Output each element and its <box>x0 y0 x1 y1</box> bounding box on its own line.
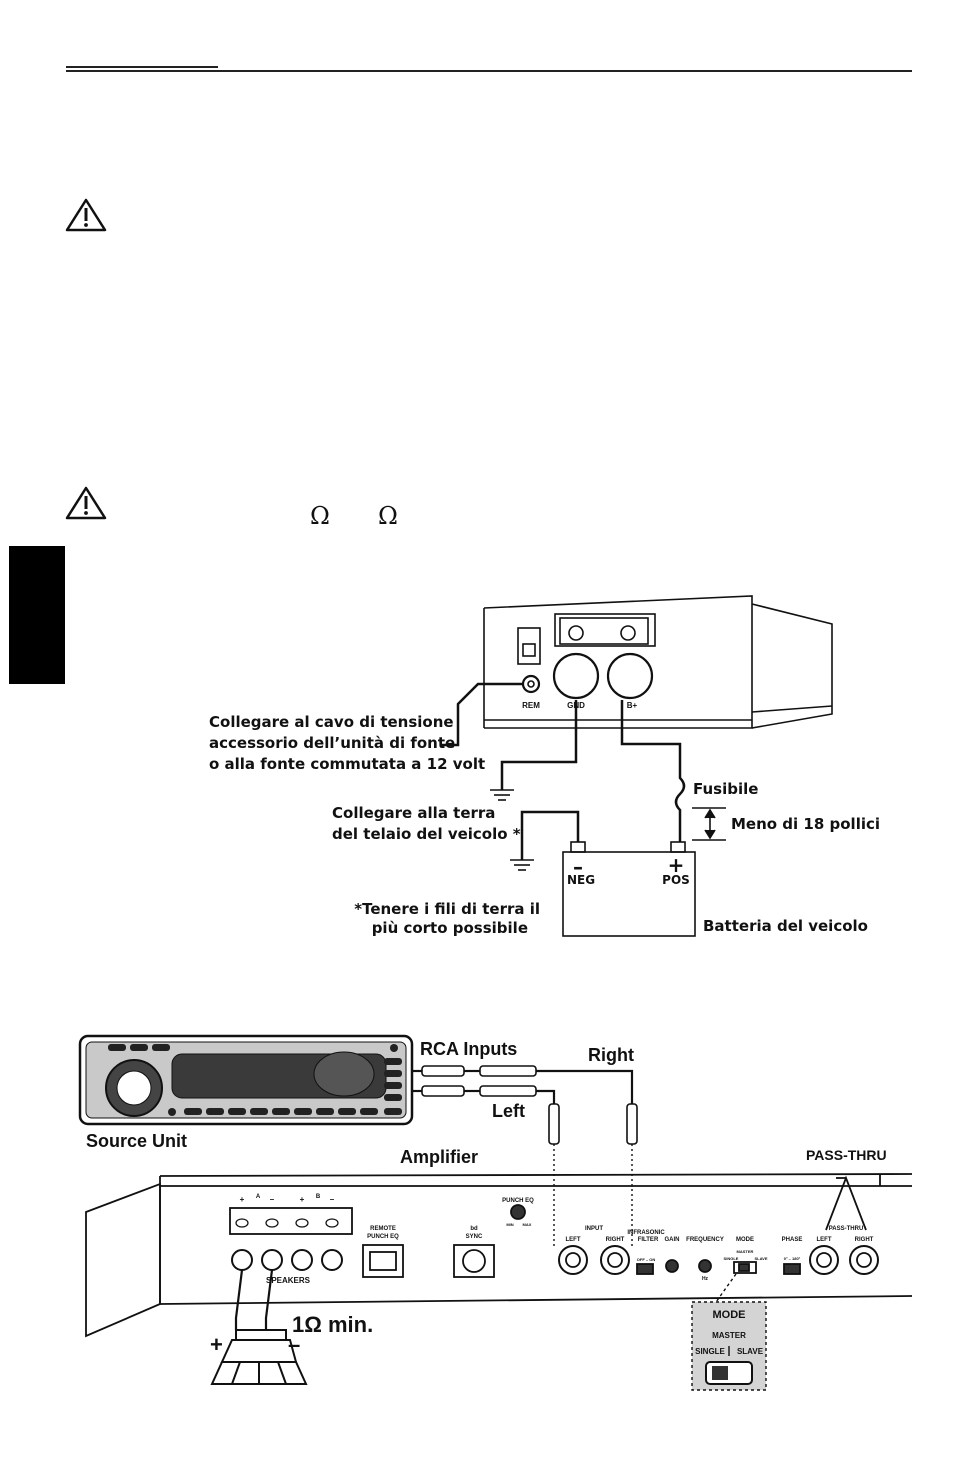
out-right-label: RIGHT <box>855 1237 874 1243</box>
speaker-b-plus: + <box>300 1195 305 1204</box>
mode-box-title: MODE <box>713 1309 746 1321</box>
mode-box-master: MASTER <box>712 1331 746 1340</box>
amplifier-label: Amplifier <box>400 1147 478 1167</box>
battery-pos-sign: + <box>668 853 685 877</box>
speaker-plus-sign: + <box>210 1332 223 1357</box>
ohm-symbol: Ω <box>378 502 398 530</box>
mode-switch-detail: MODE MASTER SINGLE SLAVE <box>691 1273 767 1391</box>
ohm-symbol: Ω <box>310 502 330 530</box>
off-on-label: OFF – ON <box>637 1257 656 1262</box>
mode-box-single: SINGLE <box>695 1347 725 1356</box>
speaker-a-minus: – <box>270 1195 275 1204</box>
input-right-label: RIGHT <box>606 1237 625 1243</box>
speaker-b-label: B <box>316 1194 321 1200</box>
speaker-minus-sign: – <box>288 1332 300 1357</box>
amplifier-panel <box>85 1173 913 1338</box>
battery-neg-label: NEG <box>567 873 595 887</box>
terminal-bplus-label: B+ <box>627 701 638 710</box>
system-wiring-diagram: RCA Inputs Right Left Source Unit Amplif… <box>78 1034 913 1391</box>
subwoofer-speaker <box>210 1329 308 1385</box>
speaker-a-label: A <box>256 1194 261 1200</box>
battery-neg-sign: – <box>573 855 583 879</box>
mode-single-label: SINGLE <box>724 1256 739 1261</box>
warning-triangle-icon <box>65 198 107 232</box>
pass-thru-small-label: PASS-THRU <box>829 1226 864 1232</box>
hz-label: Hz <box>702 1276 709 1282</box>
speakers-label: SPEAKERS <box>266 1276 311 1285</box>
punch-eq-min: MIN <box>506 1222 513 1227</box>
frequency-label: FREQUENCY <box>686 1237 724 1243</box>
ground-label-line-2: del telaio del veicolo * <box>332 825 521 843</box>
phase-label: PHASE <box>782 1237 803 1243</box>
min-load-label: 1Ω min. <box>292 1312 373 1337</box>
remote-label-line-3: o alla fonte commutata a 12 volt <box>209 755 485 773</box>
source-unit-head <box>78 1034 414 1126</box>
right-channel-label: Right <box>588 1045 634 1065</box>
left-channel-label: Left <box>492 1101 525 1121</box>
ground-note-line-1: *Tenere i fili di terra il <box>354 900 540 918</box>
punch-eq-max: MAX <box>523 1222 532 1227</box>
speaker-b-minus: – <box>330 1195 335 1204</box>
distance-label: Meno di 18 pollici <box>731 815 880 833</box>
warning-triangle-icon <box>65 486 107 520</box>
language-side-tab <box>9 546 65 684</box>
terminal-rem-label: REM <box>522 701 540 710</box>
input-label: INPUT <box>585 1226 603 1232</box>
mode-box-slave: SLAVE <box>737 1347 764 1356</box>
header-rule-short <box>66 66 218 68</box>
remote-punch-eq-line-1: REMOTE <box>370 1226 396 1232</box>
rca-inputs-label: RCA Inputs <box>420 1039 517 1059</box>
input-left-label: LEFT <box>566 1237 581 1243</box>
ground-label-line-1: Collegare alla terra <box>332 804 495 822</box>
remote-label-line-1: Collegare al cavo di tensione <box>209 713 454 731</box>
source-unit-label: Source Unit <box>86 1131 187 1151</box>
mode-master-label: MASTER <box>737 1249 754 1254</box>
gain-label: GAIN <box>665 1237 680 1243</box>
bd-sync-line-1: bd <box>470 1226 478 1232</box>
header-rule-long <box>66 70 912 72</box>
ground-note-line-2: più corto possibile <box>372 919 528 937</box>
phase-range-label: 0° – 180° <box>784 1256 801 1261</box>
pass-thru-label: PASS-THRU <box>806 1147 887 1163</box>
mode-slave-label: SLAVE <box>754 1256 767 1261</box>
remote-punch-eq-line-2: PUNCH EQ <box>367 1234 399 1240</box>
out-left-label: LEFT <box>817 1237 832 1243</box>
fuse-label: Fusibile <box>693 780 758 798</box>
mode-label: MODE <box>736 1237 754 1243</box>
remote-label-line-2: accessorio dell’unità di fonte <box>209 734 455 752</box>
speaker-a-plus: + <box>240 1195 245 1204</box>
battery-pos-label: POS <box>662 873 690 887</box>
bd-sync-line-2: SYNC <box>466 1234 483 1240</box>
infrasonic-line-1: INFRASONIC <box>627 1230 665 1236</box>
power-wiring-diagram: REM GND B+ Collegare al cavo di tensione… <box>209 595 880 937</box>
battery-label: Batteria del veicolo <box>703 917 868 935</box>
terminal-gnd-label: GND <box>567 701 585 710</box>
punch-eq-label: PUNCH EQ <box>502 1198 534 1204</box>
infrasonic-line-2: FILTER <box>638 1237 659 1243</box>
